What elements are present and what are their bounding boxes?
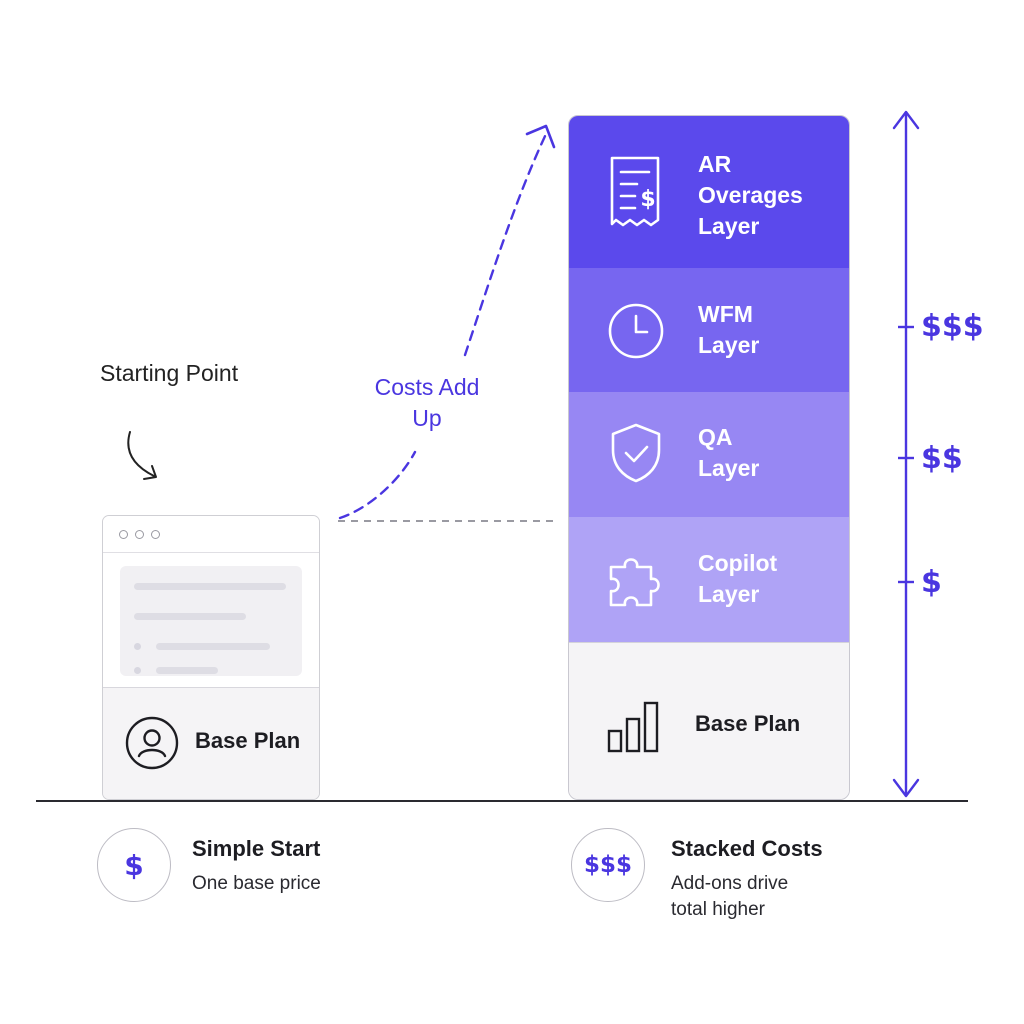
price-scale-top-arrowhead xyxy=(892,110,920,130)
layer-label: Copilot Layer xyxy=(698,550,778,607)
placeholder-line xyxy=(156,643,270,650)
window-dot xyxy=(135,530,144,539)
price-tick-label: $ xyxy=(921,565,942,600)
puzzle-icon xyxy=(609,558,660,607)
placeholder-line xyxy=(134,583,286,590)
costs-curve-lower xyxy=(338,450,417,520)
layer-copilot: Copilot Layer xyxy=(569,517,849,642)
starting-point-arrow xyxy=(127,431,155,477)
shield-check-icon xyxy=(611,423,661,483)
simple-start-desc: One base price xyxy=(192,873,321,894)
layer-wfm: WFM Layer xyxy=(569,268,849,392)
price-tick-label: $$ xyxy=(921,441,963,476)
price-tick-label: $$$ xyxy=(921,309,984,344)
placeholder-line xyxy=(134,613,246,620)
stacked-costs-title: Stacked Costs xyxy=(671,836,823,861)
user-circle-icon xyxy=(125,716,179,770)
layer-ar-overages: $ AR Overages Layer xyxy=(569,116,849,268)
base-plan-footer: Base Plan xyxy=(103,687,319,799)
price-scale-bottom-arrowhead xyxy=(892,778,920,798)
starting-point-label: Starting Point xyxy=(100,360,239,386)
layer-label: AR Overages Layer xyxy=(698,151,803,239)
layer-base-plan: Base Plan xyxy=(569,642,849,799)
window-content xyxy=(103,553,319,687)
stacked-costs-badge: $$$ xyxy=(571,828,645,902)
costs-curve-upper xyxy=(463,132,548,357)
placeholder-bullet xyxy=(134,667,141,674)
bar-chart-icon xyxy=(607,701,659,753)
cost-stack: $ AR Overages Layer WFM Layer QA Layer C… xyxy=(568,115,850,800)
window-dot xyxy=(151,530,160,539)
placeholder-panel xyxy=(120,566,302,676)
receipt-icon: $ xyxy=(610,156,660,227)
svg-text:$: $ xyxy=(640,187,655,212)
stacked-costs-desc: Add-ons drive total higher xyxy=(671,873,789,920)
simple-start-badge: $ xyxy=(97,828,171,902)
base-plan-label: Base Plan xyxy=(695,711,801,736)
placeholder-line xyxy=(156,667,218,674)
base-plan-label: Base Plan xyxy=(195,728,301,753)
layer-label: QA Layer xyxy=(698,424,760,481)
window-dot xyxy=(119,530,128,539)
costs-add-up-label: Costs Add Up xyxy=(374,374,480,431)
simple-start-title: Simple Start xyxy=(192,836,321,861)
costs-curve-arrowhead xyxy=(525,124,556,149)
layer-qa: QA Layer xyxy=(569,392,849,517)
ground-line xyxy=(36,800,968,802)
clock-icon xyxy=(608,303,664,359)
layer-label: WFM Layer xyxy=(698,301,760,358)
placeholder-bullet xyxy=(134,643,141,650)
starting-point-arrowhead xyxy=(143,465,157,480)
window-titlebar xyxy=(103,516,319,553)
base-plan-card: Base Plan xyxy=(102,515,320,800)
